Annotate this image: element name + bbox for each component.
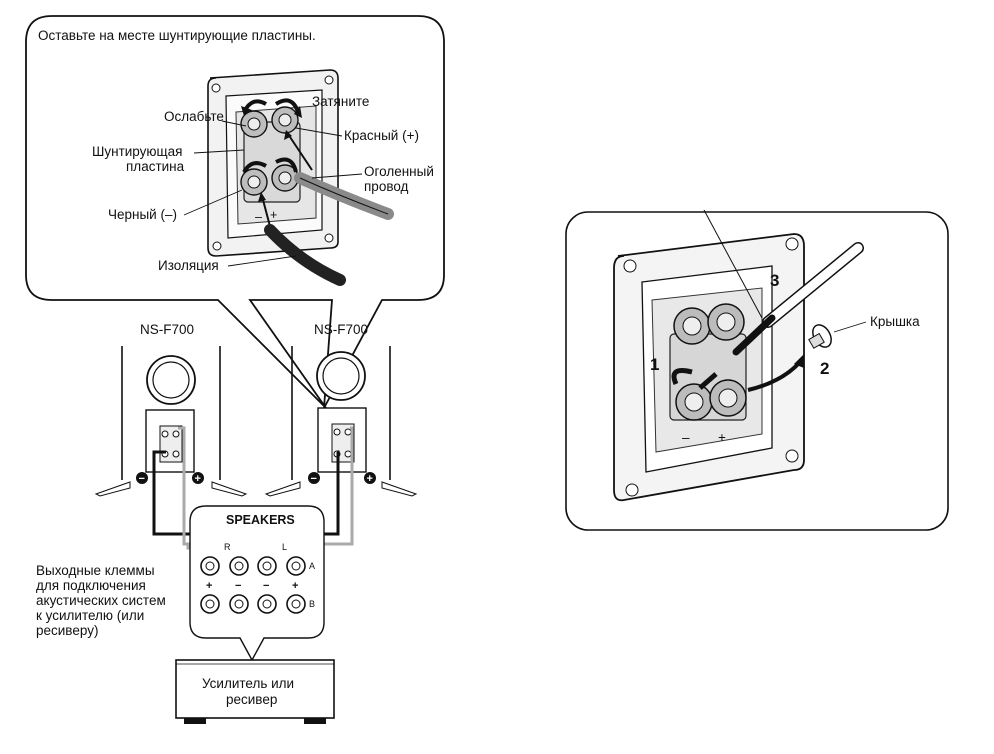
cap-plate-plus: +: [718, 430, 726, 445]
output-terminals-line3: акустических систем: [36, 593, 166, 608]
output-terminals-line5: ресиверу): [36, 623, 98, 638]
minus-terminal-icon: [136, 472, 148, 484]
leader-line: [221, 120, 247, 127]
right-minus-symbol: −: [311, 473, 317, 485]
arrowhead-icon: [284, 130, 292, 140]
leader-line: [183, 189, 243, 216]
leader-line: [227, 255, 297, 267]
plus-terminal-icon: [364, 472, 376, 484]
l-plus-sign: +: [292, 580, 298, 592]
cap-binding-posts: [673, 303, 747, 421]
screw-icon: [324, 75, 334, 85]
leader-line: [295, 127, 343, 137]
label-jumper-2: пластина: [126, 159, 185, 174]
black-wire: [264, 224, 346, 286]
tighten-arrow-icon: [275, 157, 298, 173]
screw-icon: [212, 241, 222, 251]
arrowhead-icon: [294, 106, 302, 118]
handle-fill: [763, 243, 863, 327]
label-bare-wire-2: провод: [364, 179, 409, 194]
label-black-minus: Черный (–): [108, 207, 177, 222]
terminal-row-a: [200, 556, 306, 576]
plate-plus-sign: +: [270, 208, 277, 222]
arrowhead-icon: [241, 106, 252, 116]
output-terminals-line4: к усилителю (или: [36, 608, 144, 623]
terminal-row-b: [200, 594, 306, 614]
minus-terminal-icon: [308, 472, 320, 484]
channel-r-label: R: [224, 542, 231, 552]
plus-terminal-icon: [192, 472, 204, 484]
arrowhead-icon: [794, 354, 804, 368]
left-minus-symbol: −: [139, 473, 145, 485]
label-red-plus: Красный (+): [344, 128, 419, 143]
row-a-label: A: [309, 561, 315, 571]
left-speaker-model: NS-F700: [140, 322, 194, 337]
banana-plug-tip: [732, 314, 776, 356]
right-speaker-model: NS-F700: [314, 322, 368, 337]
step-3-label: 3: [770, 271, 779, 290]
screw-icon: [211, 83, 221, 93]
screw-icon: [623, 259, 637, 273]
insert-arrow-icon: [287, 133, 313, 171]
screw-icon: [324, 233, 334, 243]
output-terminals-line2: для подключения: [36, 578, 146, 593]
tighten-arrow-icon: [274, 98, 300, 113]
l-minus-sign: −: [263, 580, 269, 592]
label-bare-wire-1: Оголенный: [364, 164, 434, 179]
label-tighten: Затяните: [312, 94, 369, 109]
loosen-arrow-icon: [242, 161, 267, 174]
binding-post-top-right: [271, 106, 299, 134]
step-1-label: 1: [650, 355, 659, 374]
label-jumper-1: Шунтирующая: [92, 144, 182, 159]
pointer-line: [703, 209, 763, 319]
cap-icon: [808, 324, 832, 349]
insert-arrow-icon: [698, 372, 718, 390]
speakers-panel-title: SPEAKERS: [226, 513, 295, 527]
r-minus-sign: −: [235, 580, 241, 592]
screw-icon: [785, 237, 799, 251]
row-b-label: B: [309, 599, 315, 609]
leader-line: [311, 173, 363, 179]
label-insulation: Изоляция: [158, 258, 219, 273]
wire-outline: [299, 177, 389, 215]
amplifier-box: [175, 659, 335, 724]
cap-plate-minus: –: [682, 430, 690, 445]
right-plus-symbol: +: [367, 473, 373, 485]
step-2-label: 2: [820, 359, 829, 378]
loosen-arrow-icon: [671, 368, 693, 386]
plate-minus-sign: –: [255, 210, 262, 224]
screw-icon: [625, 483, 639, 497]
right-speaker: [264, 346, 418, 497]
cap-arrow-icon: [747, 360, 802, 392]
amplifier-line2: ресивер: [226, 692, 277, 707]
screw-icon: [785, 449, 799, 463]
binding-post-bottom-left: [240, 168, 268, 196]
arrowhead-icon: [258, 192, 266, 202]
channel-l-label: L: [282, 542, 287, 552]
amplifier-line1: Усилитель или: [202, 676, 294, 691]
leader-line: [833, 321, 867, 333]
output-terminals-line1: Выходные клеммы: [36, 563, 155, 578]
left-plus-symbol: +: [195, 473, 201, 485]
left-speaker: [94, 346, 248, 497]
r-plus-sign: +: [206, 580, 212, 592]
callout-instruction: Оставьте на месте шунтирующие пластины.: [38, 28, 316, 43]
leader-line: [193, 149, 245, 154]
label-loosen: Ослабьте: [164, 109, 224, 124]
binding-post-top-left: [240, 110, 268, 138]
amp-terminal-panel: [189, 505, 325, 662]
cap-label: Крышка: [870, 314, 920, 329]
